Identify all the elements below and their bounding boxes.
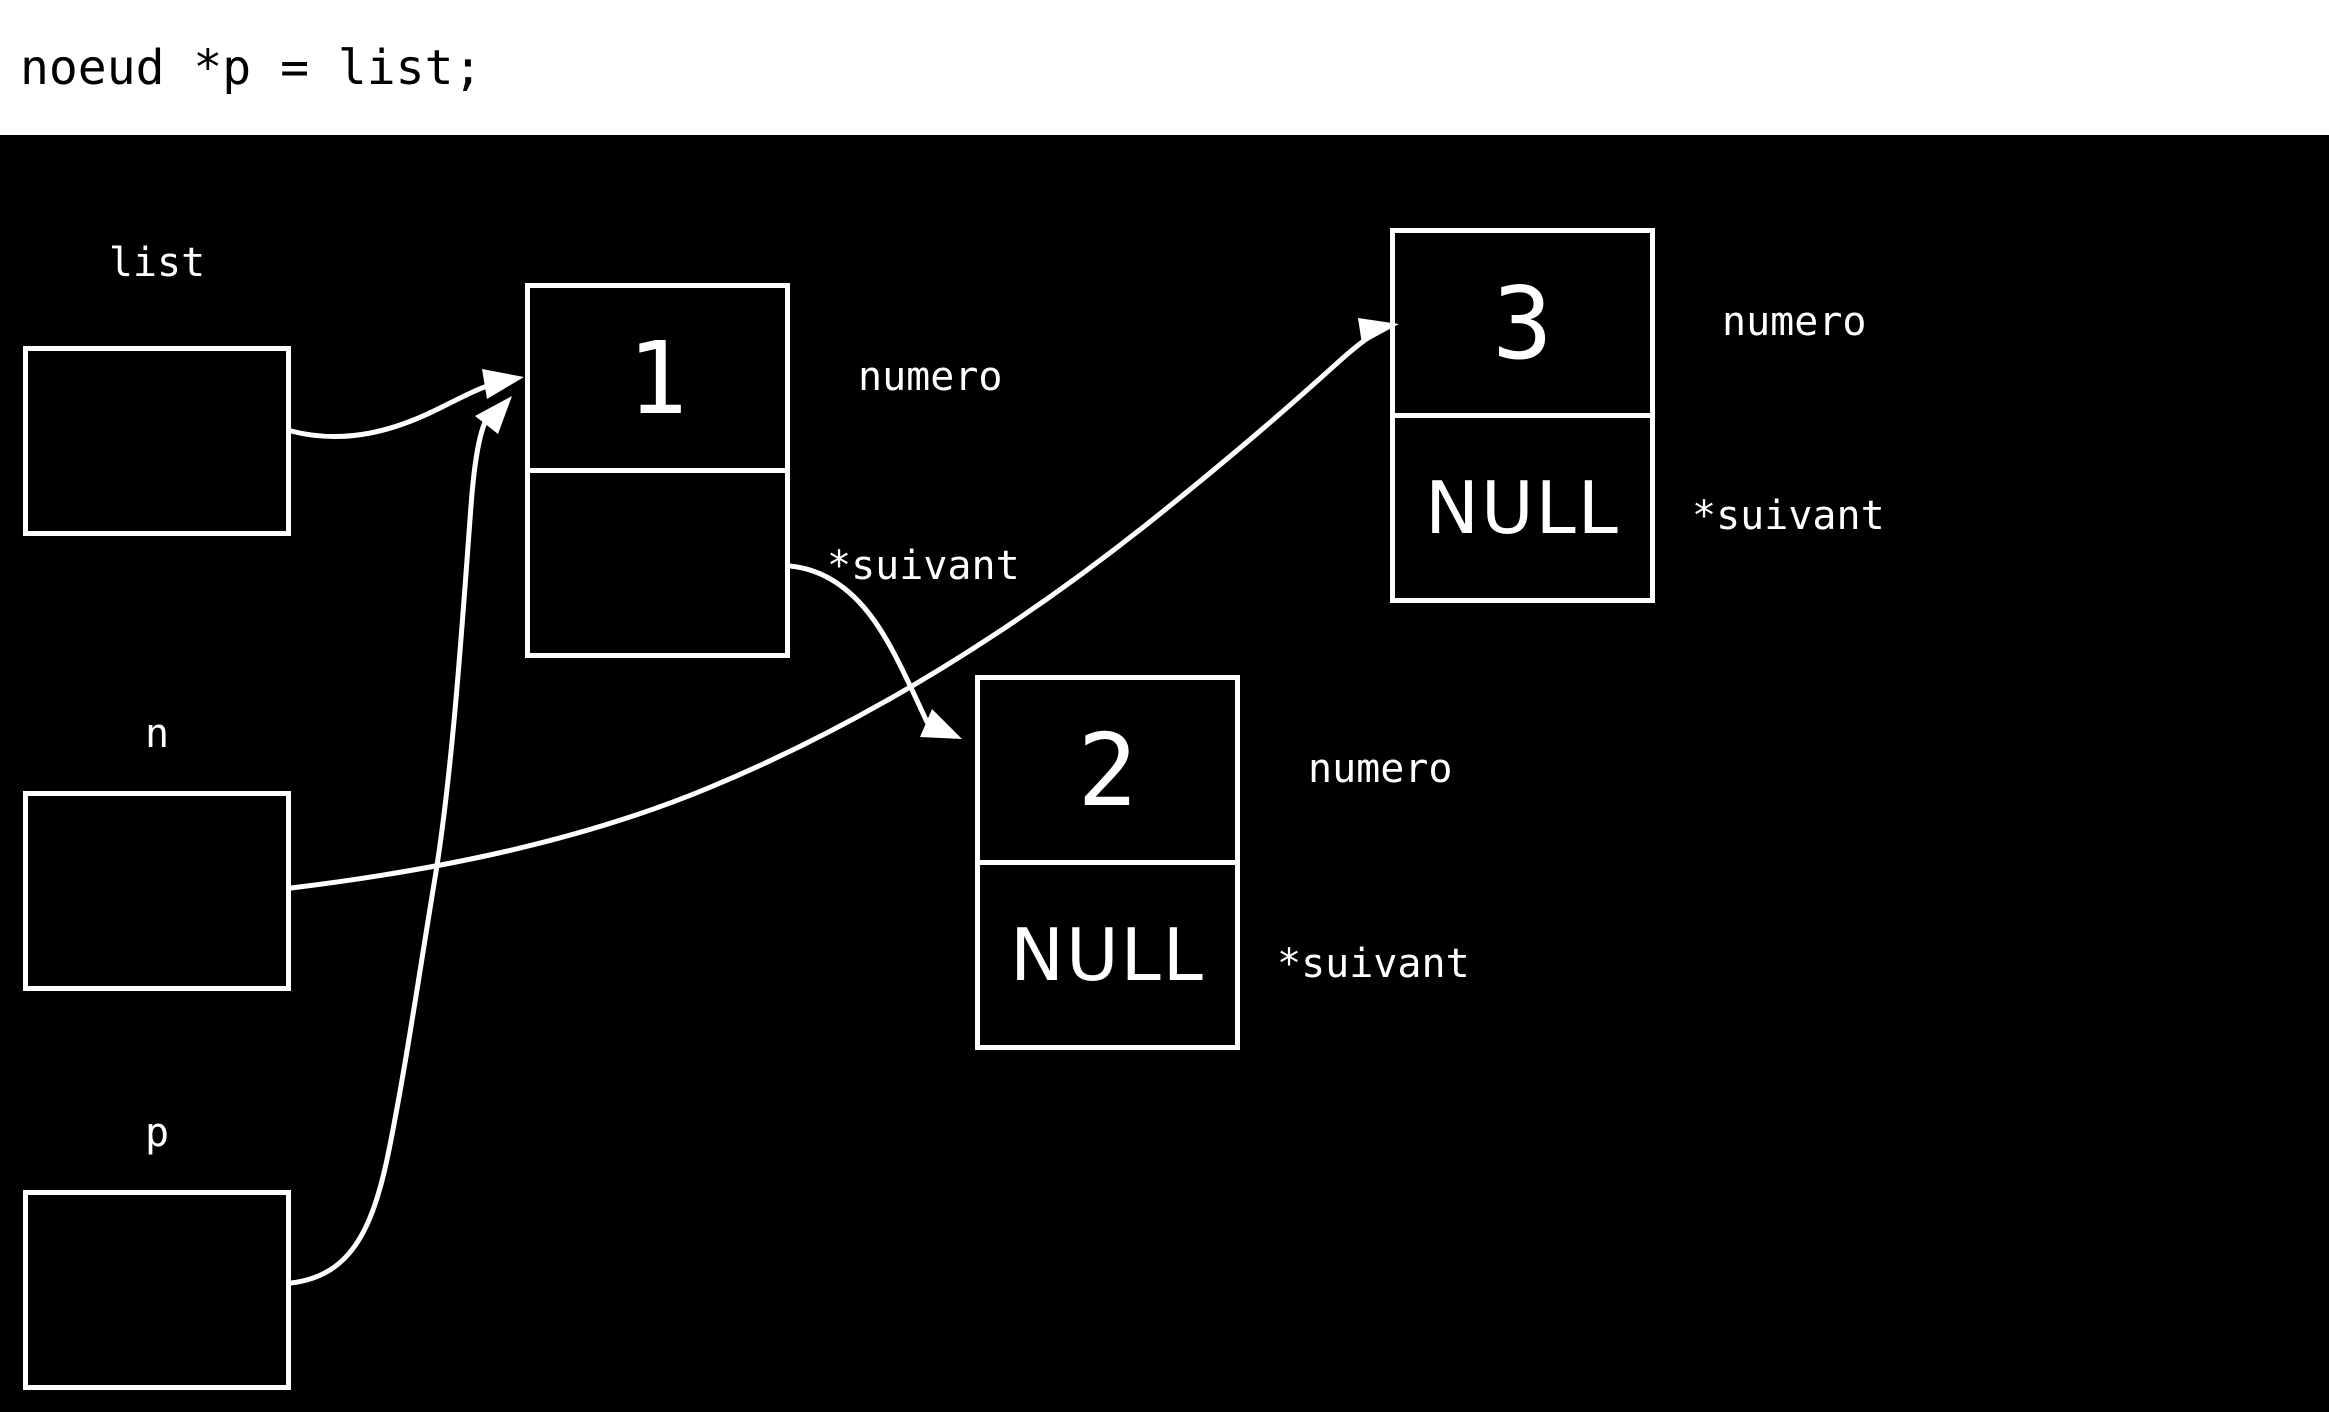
- node-2-numero-cell: 2: [980, 680, 1235, 865]
- pointer-box-n: [23, 791, 291, 991]
- code-statement: noeud *p = list;: [20, 39, 483, 96]
- node-1-numero-label: numero: [858, 354, 1003, 400]
- pointer-label-list: list: [108, 240, 206, 286]
- linked-list-diagram: list n p 1 numero *suivant 2 NULL numero…: [0, 135, 2329, 1412]
- list-node-3: 3 NULL: [1390, 228, 1655, 603]
- arrow-list-to-node1: [288, 382, 493, 439]
- list-node-2: 2 NULL: [975, 675, 1240, 1050]
- arrow-list-to-node1-head: [482, 369, 524, 399]
- node-1-numero-cell: 1: [530, 288, 785, 473]
- node-2-suivant-cell: NULL: [1010, 913, 1205, 997]
- list-node-1: 1: [525, 283, 790, 658]
- node-1-suivant-cell: [530, 473, 785, 653]
- node-2-suivant-label: *suivant: [1277, 941, 1470, 987]
- arrow-p-to-node1: [288, 413, 491, 1286]
- node-3-suivant-label: *suivant: [1692, 493, 1885, 539]
- arrow-node1-to-node2: [787, 563, 930, 725]
- node-3-suivant-cell: NULL: [1425, 466, 1620, 550]
- node-1-suivant-label: *suivant: [827, 543, 1020, 589]
- pointer-box-list: [23, 346, 291, 536]
- code-header-bar: noeud *p = list;: [0, 0, 2329, 135]
- pointer-label-p: p: [144, 1110, 170, 1156]
- node-2-numero-label: numero: [1308, 746, 1453, 792]
- node-3-numero-label: numero: [1722, 299, 1867, 345]
- pointer-box-p: [23, 1190, 291, 1390]
- arrow-node1-to-node2-head: [920, 709, 962, 739]
- node-3-numero-cell: 3: [1395, 233, 1650, 418]
- pointer-label-n: n: [144, 711, 170, 757]
- arrow-p-to-node1-head: [475, 396, 512, 434]
